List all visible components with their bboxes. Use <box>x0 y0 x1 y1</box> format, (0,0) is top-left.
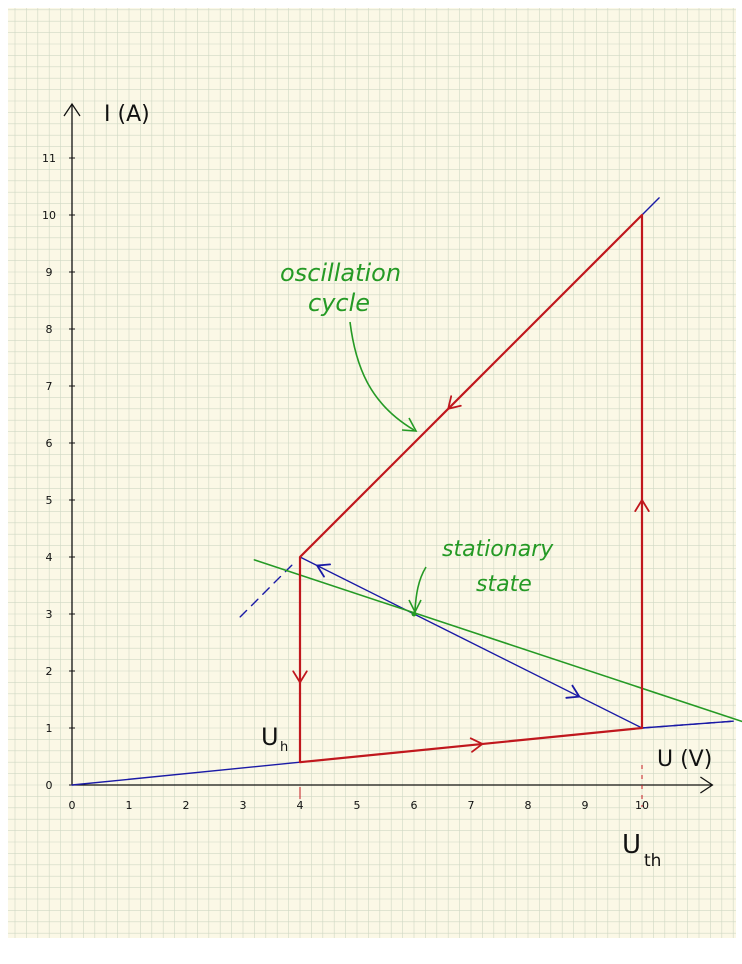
uh-label: U <box>261 723 279 751</box>
cycle-annotation-line2: cycle <box>308 289 370 317</box>
y-tick-label: 2 <box>46 665 53 678</box>
arrow-blue-up <box>315 563 331 578</box>
direction-arrows <box>292 395 650 753</box>
grid-lines <box>8 8 736 938</box>
arrow-red-up <box>634 498 650 512</box>
stationary-pointer-curve <box>414 566 427 611</box>
arrow-blue-down <box>565 684 581 699</box>
x-tick-label: 2 <box>183 799 190 812</box>
arrow-red-diagonal <box>446 395 462 411</box>
series-line-red-7 <box>298 213 644 764</box>
stationary-annotation-line2: state <box>476 572 532 597</box>
x-tick-label: 3 <box>240 799 247 812</box>
series-lines <box>71 197 742 786</box>
graph-paper <box>8 8 736 938</box>
x-tick-label: 7 <box>468 799 475 812</box>
y-tick-label: 7 <box>46 380 53 393</box>
y-tick-label: 8 <box>46 323 53 336</box>
y-tick-label: 10 <box>42 209 56 222</box>
series-line-blue-2 <box>299 556 643 729</box>
x-tick-label: 9 <box>582 799 589 812</box>
y-tick-label: 6 <box>46 437 53 450</box>
stationary-annotation-line1: stationary <box>442 537 554 562</box>
x-tick-label: 8 <box>525 799 532 812</box>
x-tick-label: 1 <box>126 799 133 812</box>
y-tick-label: 9 <box>46 266 53 279</box>
y-axis-arrowhead <box>63 102 81 117</box>
cycle-annotation-line1: oscillation <box>280 259 401 287</box>
arrow-red-lower <box>469 737 485 753</box>
cycle-pointer-head <box>401 417 418 432</box>
x-tick-label: 5 <box>354 799 361 812</box>
uh-label-subscript: h <box>280 740 288 755</box>
series-line-green-6 <box>253 559 742 723</box>
x-tick-label: 6 <box>411 799 418 812</box>
y-tick-label: 4 <box>46 551 53 564</box>
stationary-point-marker <box>411 611 417 617</box>
y-tick-label: 0 <box>46 779 53 792</box>
y-tick-label: 5 <box>46 494 53 507</box>
uth-label: U <box>622 830 641 860</box>
y-tick-label: 11 <box>42 152 56 165</box>
cycle-pointer-curve <box>349 321 415 431</box>
x-axis-label: U (V) <box>657 747 712 772</box>
y-tick-label: 1 <box>46 722 53 735</box>
y-tick-label: 3 <box>46 608 53 621</box>
arrow-red-down <box>292 670 308 685</box>
uth-label-subscript: th <box>644 851 661 871</box>
x-axis-arrowhead <box>700 776 714 794</box>
series-line-blue-4 <box>239 562 295 618</box>
y-axis-label: I (A) <box>104 102 150 127</box>
x-tick-label: 0 <box>69 799 76 812</box>
x-tick-label: 4 <box>297 799 304 812</box>
